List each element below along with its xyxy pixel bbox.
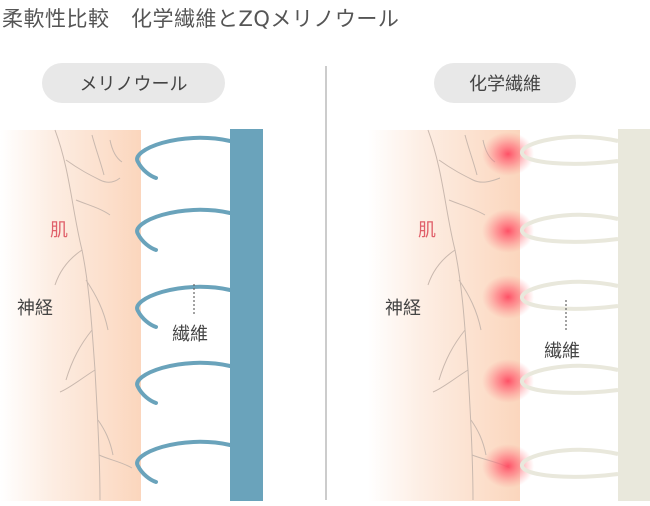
synthetic-fabric-bar [618,129,650,501]
nerve-lines-left [54,129,133,501]
merino-wool-header-label: メリノウール [79,74,188,95]
synthetic-fibers [520,134,619,479]
fiber-label-right: 繊維 [544,341,580,362]
nerve-label-left: 神経 [17,298,53,319]
page-title: 柔軟性比較 化学繊維とZQメリノウール [2,7,400,31]
skin-label-left: 肌 [50,220,68,241]
merino-fabric-bar [230,129,263,501]
merino-fibers [135,135,232,484]
nerve-label-right: 神経 [385,298,421,319]
merino-wool-header: メリノウール [42,63,225,103]
synthetic-fiber-header-label: 化学繊維 [469,74,541,95]
skin-label-right: 肌 [418,220,436,241]
synthetic-fiber-header: 化学繊維 [434,63,576,103]
irritation-spots [482,132,534,488]
fiber-label-left: 繊維 [172,324,208,345]
